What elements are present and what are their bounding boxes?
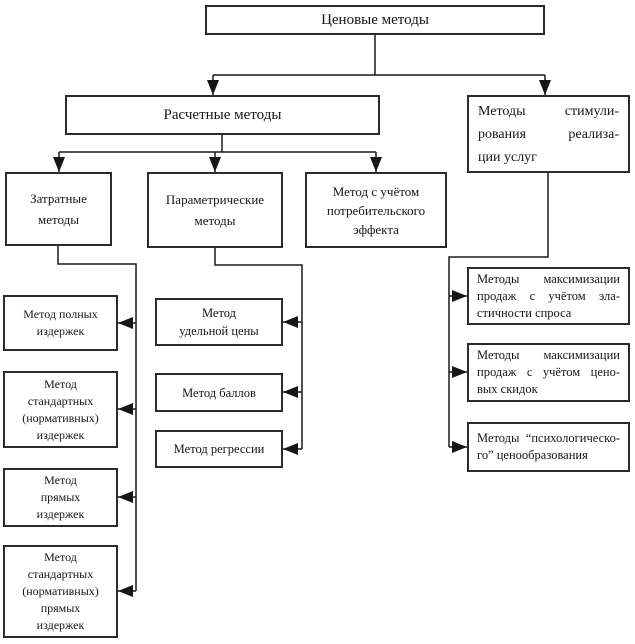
node-text-line: стандартных [27, 393, 94, 408]
node-text-line: прямых [40, 601, 81, 615]
node-text-line: продаж с учётом цено- [477, 365, 620, 379]
node-text-line: продаж с учётом эла- [477, 288, 620, 303]
node-text-line: Метод [44, 550, 77, 564]
node-text-line: Затратные [30, 191, 87, 206]
node-text-line: прямых [40, 490, 81, 504]
node-sales-stimulation-methods: Методы стимули-рования реализа-ции услуг [467, 95, 630, 173]
node-text-line: издержек [36, 324, 85, 338]
node-price-discounts-method: Методы максимизации продаж с учётом цено-… [467, 343, 630, 402]
node-text-line: удельной цены [179, 324, 259, 338]
node-text-line: стичности спроса [477, 305, 572, 320]
node-psychological-pricing-method: Методы “психологическо-го” ценообразован… [467, 422, 630, 472]
node-calculation-methods: Расчетные методы [65, 95, 380, 135]
node-text-line: Методы “психологическо- [477, 431, 620, 445]
connector-stimul-trunk [448, 173, 549, 447]
node-text-line: издержек [36, 618, 85, 632]
connector-root-trunk [213, 35, 545, 76]
node-unit-price-method: Метод удельной цены [155, 298, 283, 346]
node-parametric-methods: Параметрические методы [147, 172, 283, 248]
node-text-line: Методы стимули- [478, 103, 619, 119]
connector-calc-trunk [59, 135, 376, 153]
node-text-line: Метод [44, 473, 77, 487]
node-text-line: методы [38, 212, 79, 227]
node-demand-elasticity-method: Методы максимизации продаж с учётом эла-с… [467, 267, 630, 325]
node-text-line: эффекта [353, 221, 399, 237]
node-text-line: (нормативных) [22, 410, 99, 425]
node-text-line: (нормативных) [22, 584, 99, 598]
node-full-cost-method: Метод полных издержек [3, 295, 118, 351]
node-text-line: Параметрические [165, 192, 265, 207]
connector-param-trunk [214, 248, 303, 449]
node-text-line: Метод баллов [182, 385, 256, 400]
node-text-line: Метод [201, 306, 237, 320]
node-points-method: Метод баллов [155, 373, 283, 412]
node-consumer-effect-method: Метод с учётом потребительского эффекта [305, 172, 447, 248]
node-price-methods: Ценовые методы [205, 5, 545, 35]
node-text-line: методы [194, 213, 236, 228]
node-text-line: потребительского [326, 202, 426, 218]
node-text-line: Метод с учётом [332, 183, 420, 199]
node-text-line: издержек [36, 507, 85, 521]
node-text-line: го” ценообразования [477, 448, 588, 462]
node-text-line: издержек [36, 427, 85, 442]
node-text-line: Метод регрессии [173, 442, 265, 456]
node-text-line: ции услуг [478, 149, 537, 165]
connector-zatrat-trunk [57, 246, 137, 591]
node-standard-cost-method: Метод стандартных (нормативных) издержек [3, 371, 118, 448]
node-cost-based-methods: Затратные методы [5, 172, 112, 246]
node-text-line: Метод полных [23, 307, 98, 321]
node-text-line: Ценовые методы [321, 12, 429, 28]
node-text-line: вых скидок [477, 382, 538, 396]
node-text-line: Методы максимизации [477, 271, 620, 286]
node-standard-direct-cost-method: Метод стандартных (нормативных) прямых издер… [3, 545, 118, 638]
node-regression-method: Метод регрессии [155, 430, 283, 468]
node-text-line: стандартных [27, 567, 94, 581]
node-direct-cost-method: Метод прямых издержек [3, 468, 118, 527]
node-text-line: Метод [44, 376, 77, 391]
node-text-line: Методы максимизации [477, 348, 620, 362]
node-text-line: Расчетные методы [163, 107, 282, 123]
node-text-line: рования реализа- [478, 126, 619, 142]
